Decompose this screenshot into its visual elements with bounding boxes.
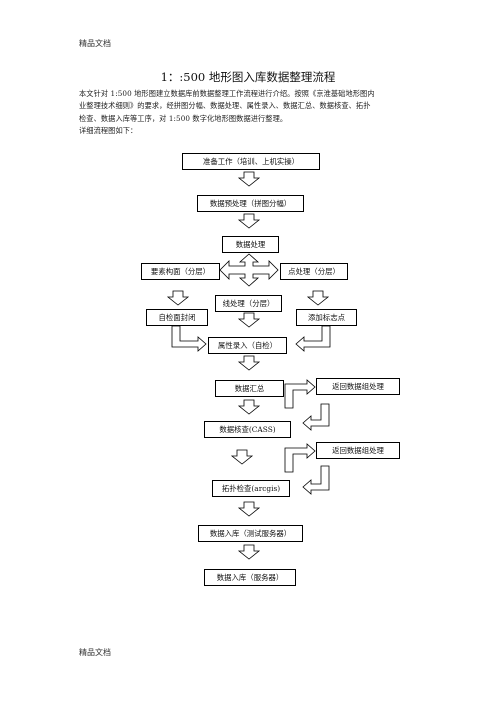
step-prep: 准备工作（培训、上机实操） bbox=[182, 153, 320, 170]
step-attribute: 属性录入（自检） bbox=[208, 337, 287, 354]
step-db-test: 数据入库（测试服务器） bbox=[198, 525, 303, 542]
step-preprocess: 数据预处理（拼图分幅） bbox=[197, 195, 304, 212]
header-watermark: 精品文档 bbox=[79, 39, 111, 48]
step-return-1: 返回数据组处理 bbox=[316, 378, 400, 395]
four-way-arrow bbox=[219, 253, 279, 287]
intro-paragraph: 本文针对 1:500 地形图建立数据库前数据整理工作流程进行介绍。按照《京淮基础… bbox=[79, 88, 419, 138]
step-topology: 拓扑检查(arcgis) bbox=[212, 480, 290, 497]
down-arrow bbox=[237, 399, 261, 415]
step-add-marker: 添加标志点 bbox=[296, 309, 357, 326]
bent-arrow bbox=[171, 325, 207, 352]
document-title: 1：:500 地形图入库数据整理流程 bbox=[160, 70, 336, 84]
paragraph-line: 详细流程图如下： bbox=[79, 126, 138, 136]
bent-arrow bbox=[284, 379, 316, 409]
down-arrow bbox=[237, 355, 261, 371]
paragraph-line: 检查、数据入库等工序，对 1:500 数字化地形图数据进行整理。 bbox=[79, 113, 288, 123]
down-arrow bbox=[237, 213, 261, 229]
step-db-server: 数据入库（服务器） bbox=[204, 569, 296, 586]
step-verify: 数据核查(CASS) bbox=[204, 421, 291, 438]
step-point: 点处理（分层） bbox=[280, 263, 348, 280]
bent-arrow bbox=[302, 403, 330, 431]
step-processing: 数据处理 bbox=[222, 236, 279, 253]
bent-arrow bbox=[284, 443, 316, 473]
step-polygon: 要素构面（分层） bbox=[141, 263, 220, 280]
step-return-2: 返回数据组处理 bbox=[316, 442, 400, 459]
step-summary: 数据汇总 bbox=[215, 380, 284, 397]
bent-arrow bbox=[295, 325, 331, 352]
footer-watermark: 精品文档 bbox=[79, 648, 111, 657]
down-arrow bbox=[306, 290, 330, 306]
down-arrow bbox=[237, 501, 261, 517]
step-self-check: 自检面封闭 bbox=[146, 309, 208, 326]
down-arrow bbox=[166, 290, 190, 306]
step-line: 线处理（分层） bbox=[215, 295, 282, 312]
paragraph-line: 本文针对 1:500 地形图建立数据库前数据整理工作流程进行介绍。按照《京淮基础… bbox=[79, 89, 375, 98]
down-arrow bbox=[230, 449, 254, 465]
bent-arrow bbox=[302, 465, 330, 495]
down-arrow bbox=[237, 312, 261, 328]
down-arrow bbox=[237, 544, 261, 560]
paragraph-line: 业整理技术细则》的要求，经拼图分幅、数据处理、属性录入、数据汇总、数据核查、拓扑 bbox=[79, 101, 371, 111]
down-arrow bbox=[237, 171, 261, 187]
